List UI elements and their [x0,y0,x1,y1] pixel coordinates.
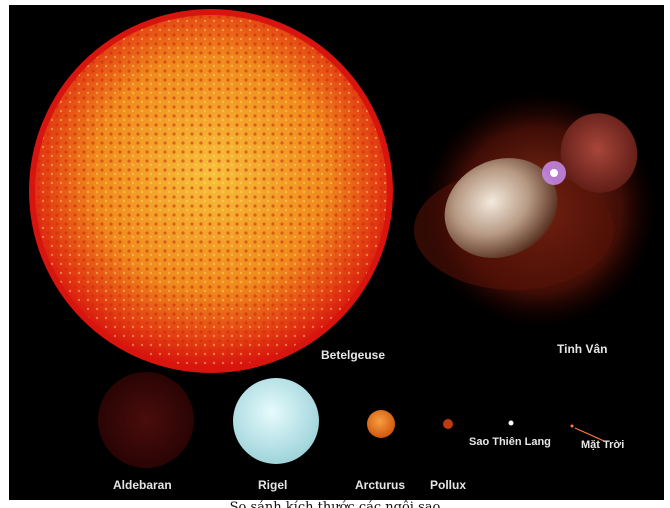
sun-pointer-arrow [574,427,605,442]
label-sirius: Sao Thiên Lang [469,436,551,448]
label-arcturus: Arcturus [355,478,406,492]
image-caption: So sánh kích thước các ngôi sao [229,500,441,508]
star-comparison-image: Betelgeuse Tinh Vân Aldebaran Rigel Arct… [9,5,664,500]
aldebaran-star [98,372,194,468]
label-nebula: Tinh Vân [557,342,608,356]
label-sun: Mặt Trời [581,439,625,451]
sirius-star [508,420,514,426]
label-rigel: Rigel [258,478,288,492]
nebula-image [414,92,657,328]
sun-star [570,424,574,428]
label-betelgeuse: Betelgeuse [321,348,386,362]
star-art [29,9,657,468]
rigel-star [233,378,319,464]
betelgeuse-star [29,9,393,373]
label-pollux: Pollux [430,478,467,492]
arcturus-star [367,410,395,438]
label-aldebaran: Aldebaran [113,478,172,492]
pollux-star [443,419,453,429]
